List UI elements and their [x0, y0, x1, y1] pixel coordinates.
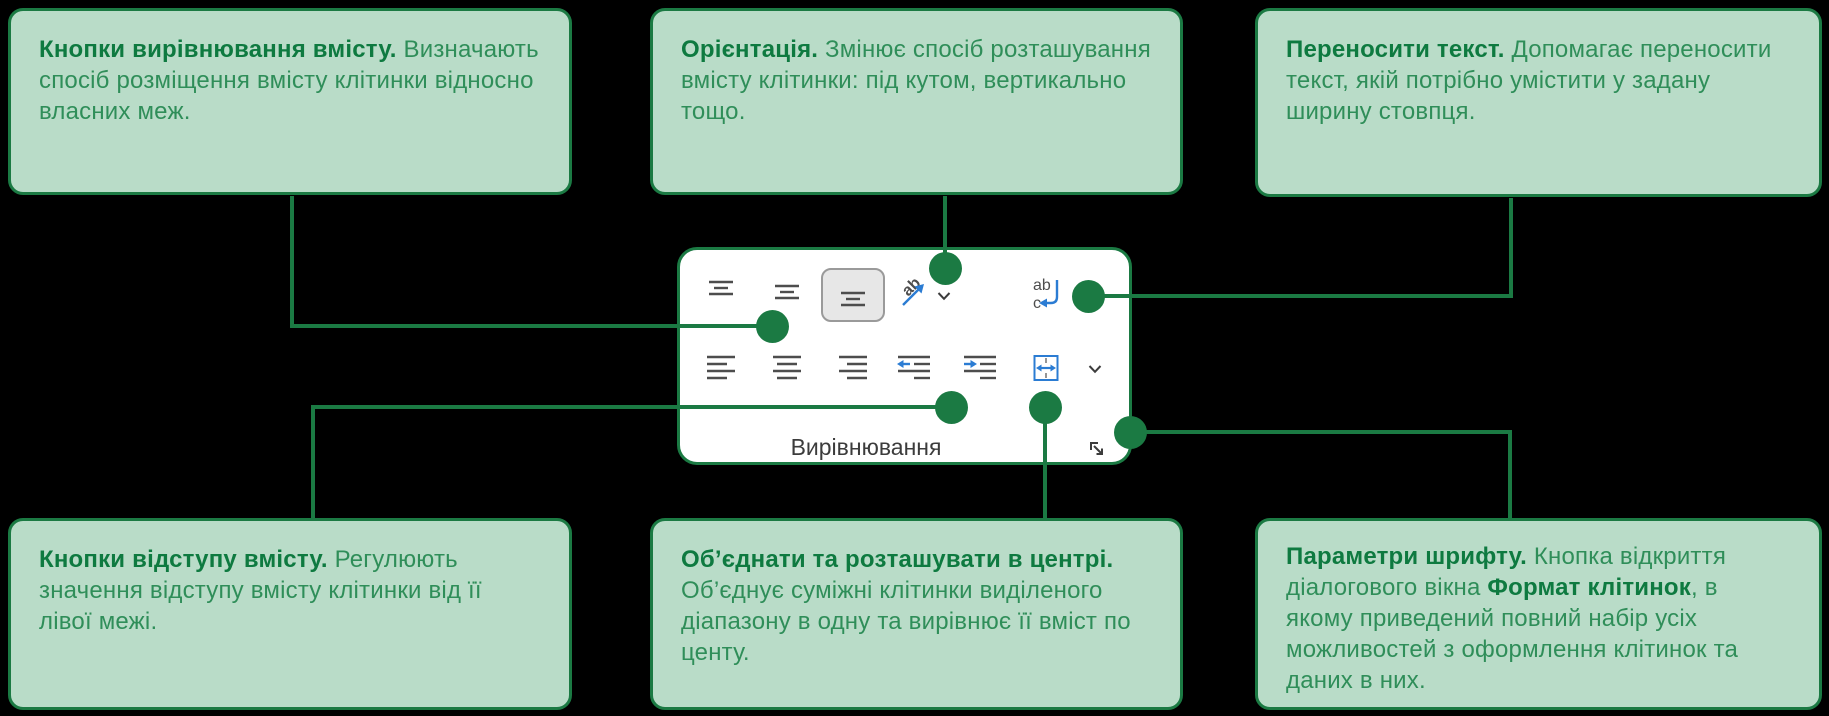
- callout-indent-buttons: Кнопки відступу вмісту. Регулюють значен…: [8, 518, 572, 710]
- wrap-text-icon: ab c: [1030, 276, 1066, 312]
- decrease-indent-icon: [896, 354, 932, 382]
- center-button[interactable]: [771, 354, 803, 382]
- callout-text: Параметри шрифту. Кнопка відкриття діало…: [1286, 541, 1791, 696]
- callout-body: Допомагає переносити текст, якій потрібн…: [1286, 36, 1772, 125]
- top-align-icon: [705, 279, 737, 305]
- group-label: Вирівнювання: [790, 434, 942, 460]
- align-left-icon: [705, 354, 737, 382]
- align-right-button[interactable]: [837, 354, 869, 382]
- callout-text: Кнопки відступу вмісту. Регулюють значен…: [39, 544, 541, 637]
- svg-text:c: c: [1033, 295, 1041, 312]
- connector-line: [1086, 294, 1513, 298]
- callout-title: Кнопки вирівнювання вмісту.: [39, 36, 397, 63]
- callout-title: Переносити текст.: [1286, 36, 1505, 63]
- connector-line: [290, 324, 774, 328]
- connector-dot-wrap-text: [1072, 280, 1105, 313]
- increase-indent-icon: [962, 354, 998, 382]
- callout-body: Визначають спосіб розміщення вмісту кліт…: [39, 36, 539, 125]
- bottom-align-icon: [837, 290, 869, 312]
- orientation-dropdown-chevron[interactable]: [936, 290, 951, 301]
- callout-text: Переносити текст. Допомагає переносити т…: [1286, 34, 1791, 127]
- dialog-launcher-button[interactable]: [1084, 436, 1110, 462]
- connector-line: [943, 196, 947, 270]
- increase-indent-button[interactable]: [962, 354, 998, 382]
- chevron-down-icon: [1088, 364, 1102, 374]
- connector-dot-indent-buttons: [935, 391, 968, 424]
- callout-body-bold: Формат клітинок: [1487, 574, 1691, 601]
- callout-body: Об’єднує суміжні клітинки виділеного діа…: [681, 577, 1131, 666]
- middle-align-button[interactable]: [771, 279, 803, 305]
- connector-dot-orientation: [929, 252, 962, 285]
- callout-text: Орієнтація. Змінює спосіб розташування в…: [681, 34, 1152, 127]
- alignment-group-panel: ab ab c: [677, 247, 1132, 465]
- connector-line: [1509, 198, 1513, 298]
- callout-title: Об’єднати та розташувати в центрі.: [681, 546, 1114, 573]
- bottom-align-button-selected[interactable]: [821, 268, 885, 322]
- callout-merge-center: Об’єднати та розташувати в центрі. Об’єд…: [650, 518, 1183, 710]
- connector-line: [290, 196, 294, 328]
- callout-title: Кнопки відступу вмісту.: [39, 546, 328, 573]
- decrease-indent-button[interactable]: [896, 354, 932, 382]
- callout-title: Орієнтація.: [681, 36, 819, 63]
- callout-text: Об’єднати та розташувати в центрі. Об’єд…: [681, 544, 1152, 668]
- callout-orientation: Орієнтація. Змінює спосіб розташування в…: [650, 8, 1183, 195]
- callout-body: , в якому приведений повний набір усіх м…: [1286, 574, 1739, 694]
- callout-title: Параметри шрифту.: [1286, 543, 1527, 570]
- chevron-down-icon: [937, 291, 951, 301]
- callout-text: Кнопки вирівнювання вмісту. Визначають с…: [39, 34, 541, 127]
- callout-body: Змінює спосіб розташування вмісту клітин…: [681, 36, 1151, 125]
- connector-line: [1508, 430, 1512, 519]
- center-icon: [771, 354, 803, 382]
- merge-dropdown-chevron[interactable]: [1087, 363, 1102, 374]
- connector-dot-align-buttons: [756, 310, 789, 343]
- connector-line: [1043, 405, 1047, 519]
- callout-body: Кнопка відкриття діалогового вікна: [1286, 543, 1727, 601]
- orientation-button[interactable]: ab: [894, 272, 934, 312]
- connector-line: [1128, 430, 1512, 434]
- middle-align-icon: [771, 279, 803, 305]
- svg-text:ab: ab: [1033, 277, 1051, 294]
- callout-font-options: Параметри шрифту. Кнопка відкриття діало…: [1255, 518, 1822, 710]
- top-align-button[interactable]: [705, 279, 737, 305]
- orientation-icon: ab: [894, 272, 934, 312]
- align-left-button[interactable]: [705, 354, 737, 382]
- connector-line: [311, 405, 315, 519]
- merge-and-center-icon: [1030, 353, 1062, 383]
- callout-body: Регулюють значення відступу вмісту кліти…: [39, 546, 482, 635]
- align-right-icon: [837, 354, 869, 382]
- connector-dot-font-options: [1114, 416, 1147, 449]
- callout-align-buttons: Кнопки вирівнювання вмісту. Визначають с…: [8, 8, 572, 195]
- dialog-launcher-icon: [1088, 440, 1106, 458]
- callout-wrap-text: Переносити текст. Допомагає переносити т…: [1255, 8, 1822, 197]
- wrap-text-button[interactable]: ab c: [1030, 276, 1066, 312]
- merge-and-center-button[interactable]: [1030, 353, 1062, 383]
- connector-dot-merge-center: [1029, 391, 1062, 424]
- connector-line: [311, 405, 953, 409]
